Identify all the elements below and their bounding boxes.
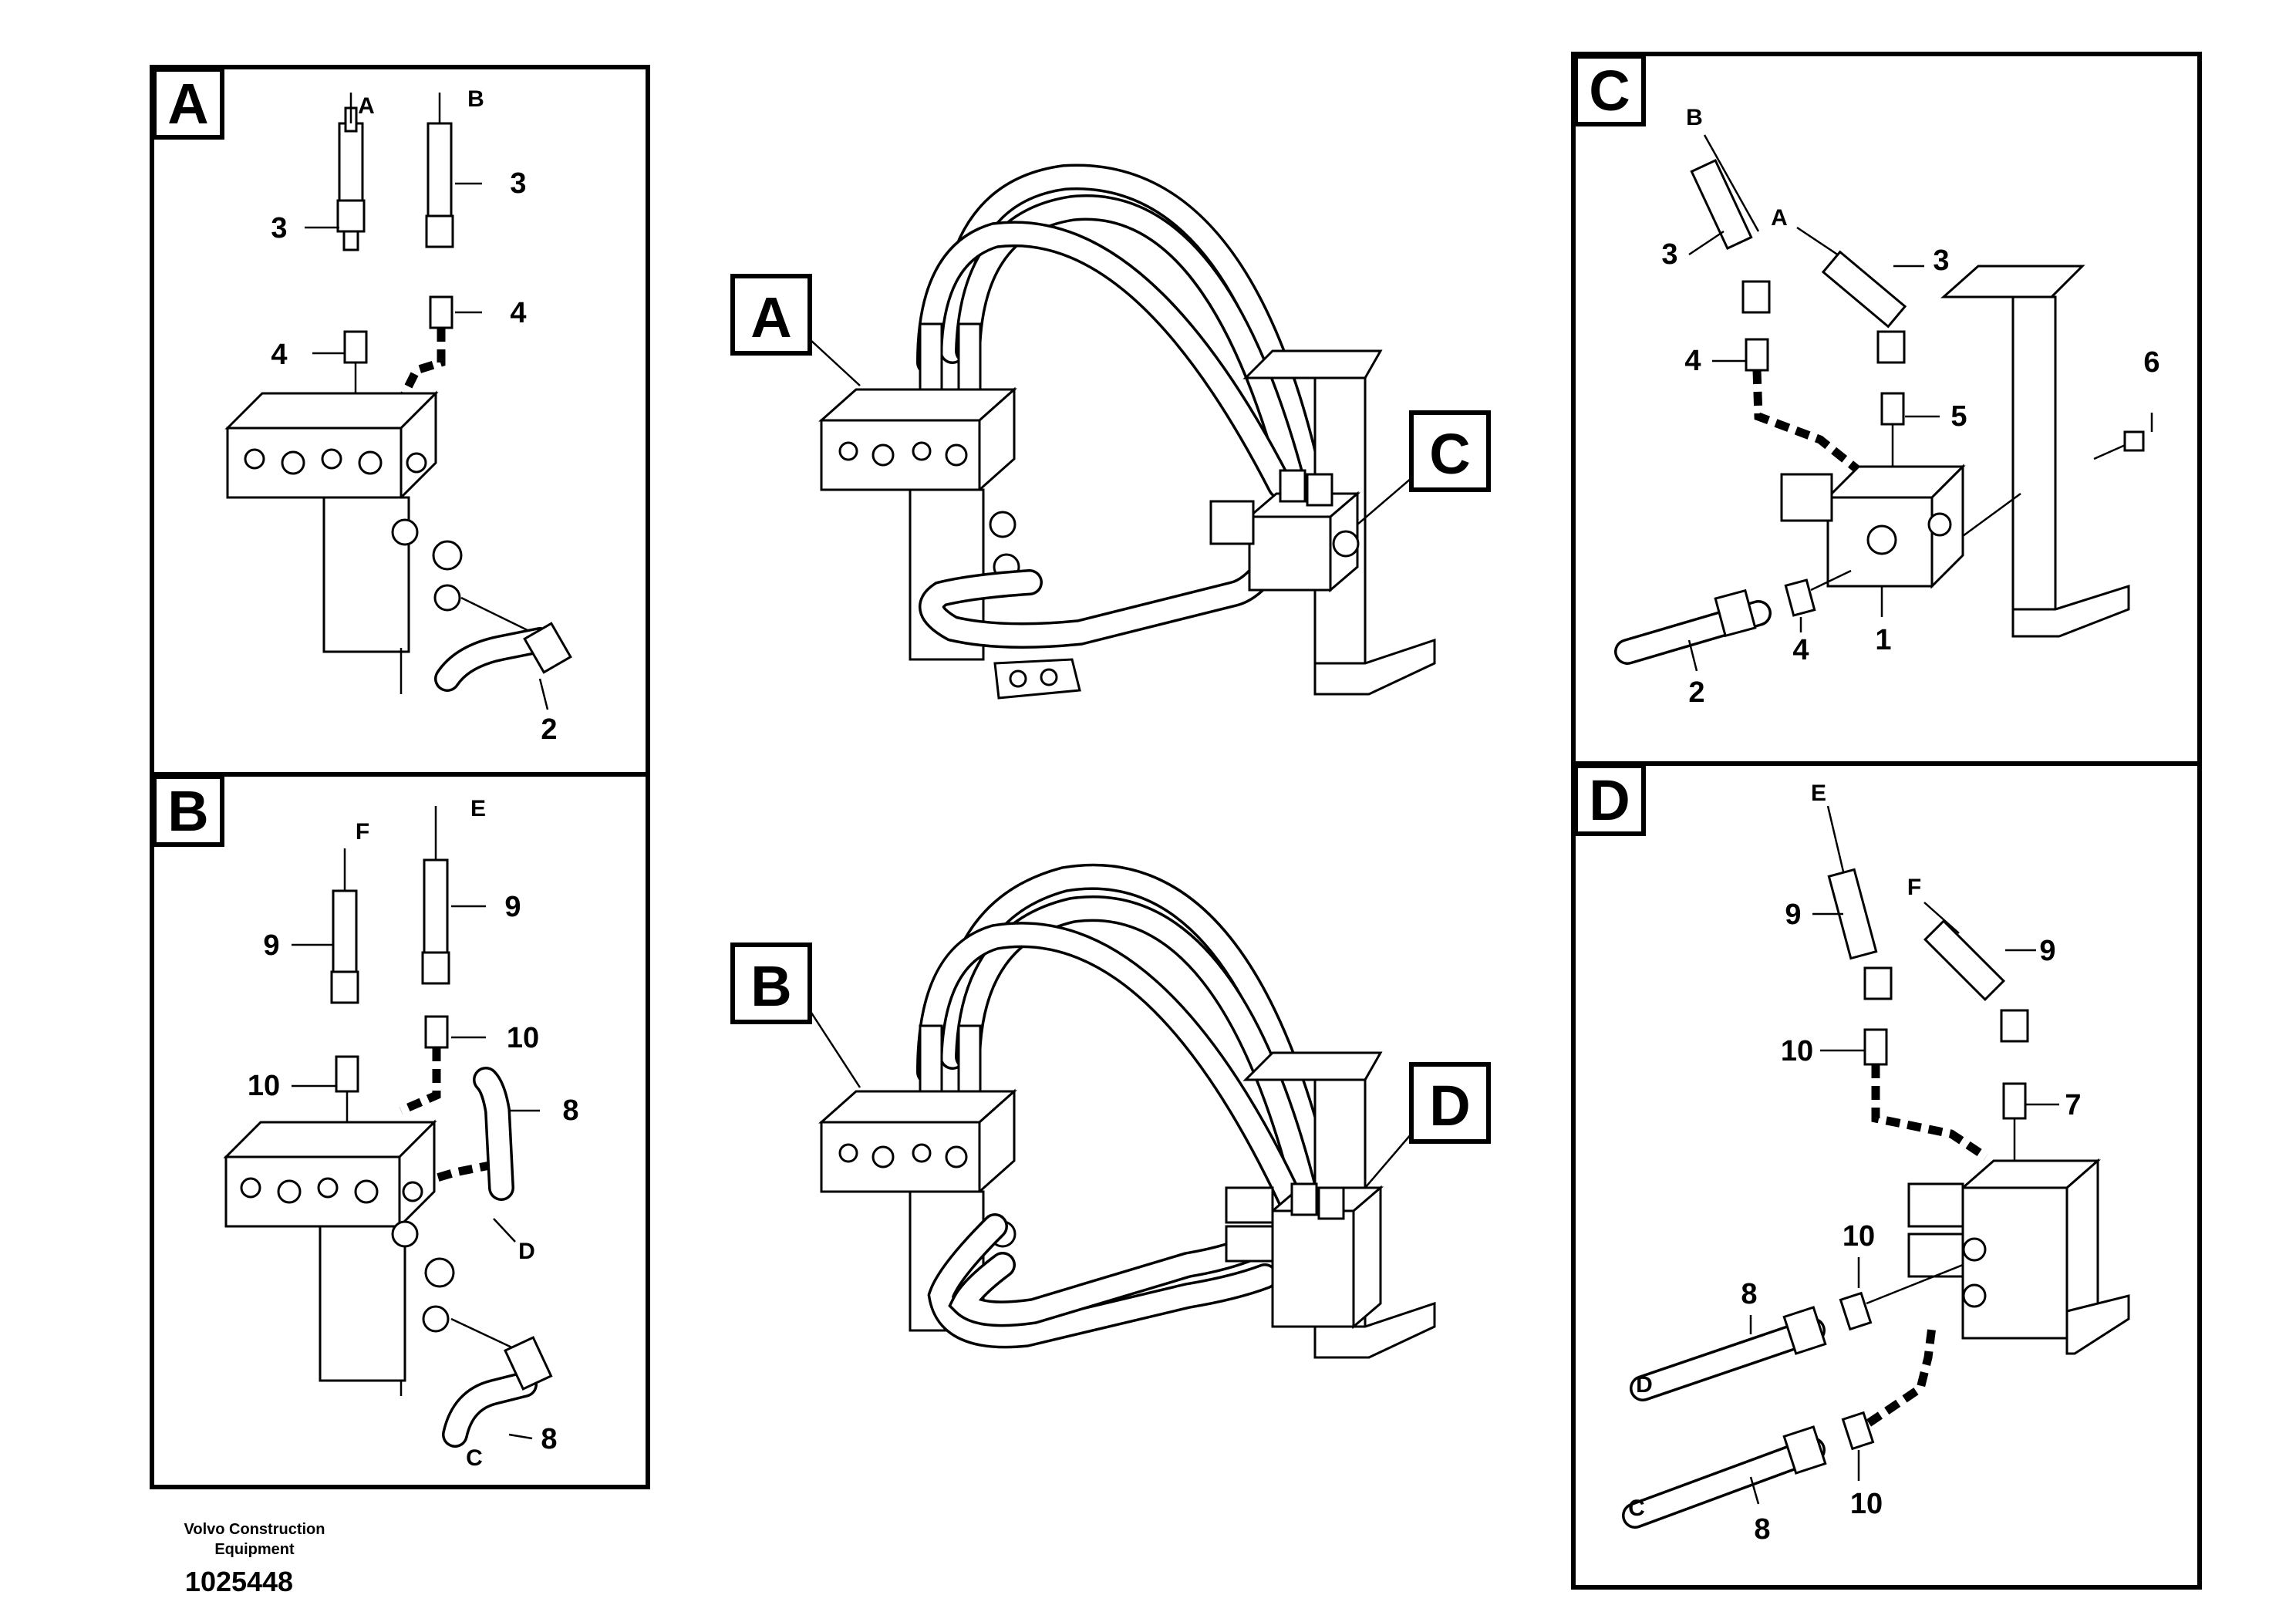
brand-label: Volvo Construction Equipment xyxy=(131,1519,378,1560)
callout-10-bottom: 10 xyxy=(1850,1488,1883,1520)
panel-a-tag: A xyxy=(167,72,208,136)
callout-4-left: 4 xyxy=(271,339,287,371)
brand-line-2: Equipment xyxy=(214,1541,295,1558)
callout-8-bottom: 8 xyxy=(541,1423,557,1455)
callout-9-right: 9 xyxy=(504,891,521,923)
panel-d-tag-box xyxy=(1573,764,1646,836)
panel-d-hose-end-c: C xyxy=(1628,1496,1645,1521)
callout-6: 6 xyxy=(2143,346,2159,379)
document-number: 1025448 xyxy=(184,1566,294,1597)
brand-line-1: Volvo Construction xyxy=(184,1521,325,1538)
overview-bottom: B D xyxy=(730,863,1491,1359)
panel-d-hose-end-d: D xyxy=(1636,1372,1653,1398)
overview-top-tag-a: A xyxy=(750,285,791,349)
callout-10-top: 10 xyxy=(1781,1035,1813,1067)
callout-4-bottom: 4 xyxy=(1792,634,1809,666)
callout-1: 1 xyxy=(1875,624,1891,656)
detail-panel-a: A xyxy=(150,65,650,777)
callout-8-top: 8 xyxy=(562,1094,578,1127)
panel-b-tag-box xyxy=(152,774,224,847)
overview-top: A C xyxy=(730,164,1491,700)
overview-bottom-tag-d: D xyxy=(1429,1074,1470,1138)
panel-d-hose-end-f: F xyxy=(1907,875,1921,900)
panel-b-tag: B xyxy=(167,779,208,843)
callout-4-right: 4 xyxy=(510,297,526,329)
panel-d-hose-end-e: E xyxy=(1811,781,1826,806)
overview-top-tag-c: C xyxy=(1429,422,1470,486)
callout-10-left: 10 xyxy=(248,1070,280,1102)
callout-8-bottom: 8 xyxy=(1754,1513,1770,1546)
detail-panel-b: B F xyxy=(150,772,650,1489)
panel-b-hose-end-e: E xyxy=(470,796,486,821)
callout-4-top: 4 xyxy=(1684,345,1701,377)
callout-9-left: 9 xyxy=(1785,899,1801,931)
callout-2: 2 xyxy=(541,713,557,746)
panel-c-hose-end-a: A xyxy=(1771,205,1788,231)
callout-8-top: 8 xyxy=(1741,1278,1757,1310)
panel-d-tag: D xyxy=(1589,768,1630,832)
overview-bottom-tag-b: B xyxy=(750,954,791,1018)
panel-a-tag-box xyxy=(152,67,224,140)
callout-2: 2 xyxy=(1688,676,1704,709)
detail-panel-d: D xyxy=(1571,761,2202,1590)
panel-b-hose-end-d: D xyxy=(518,1239,535,1264)
callout-9-left: 9 xyxy=(263,929,279,962)
callout-10-right: 10 xyxy=(507,1022,539,1054)
panel-c-tag-box xyxy=(1573,54,1646,126)
panel-a-hose-end-a: A xyxy=(358,93,375,119)
panel-c-hose-end-b: B xyxy=(1686,105,1703,130)
callout-9-right: 9 xyxy=(2039,935,2055,967)
detail-panel-c: C xyxy=(1571,52,2202,766)
callout-5: 5 xyxy=(1950,400,1967,433)
callout-10-middle: 10 xyxy=(1843,1220,1875,1253)
panel-b-hose-end-f: F xyxy=(356,819,369,845)
callout-3-left: 3 xyxy=(1661,238,1677,271)
callout-7: 7 xyxy=(2065,1089,2081,1121)
panel-c-tag: C xyxy=(1589,59,1630,123)
callout-3-right: 3 xyxy=(510,167,526,200)
panel-b-hose-end-c: C xyxy=(466,1445,483,1471)
callout-3-right: 3 xyxy=(1933,244,1949,277)
callout-3-left: 3 xyxy=(271,212,287,244)
panel-a-hose-end-b: B xyxy=(467,86,484,112)
